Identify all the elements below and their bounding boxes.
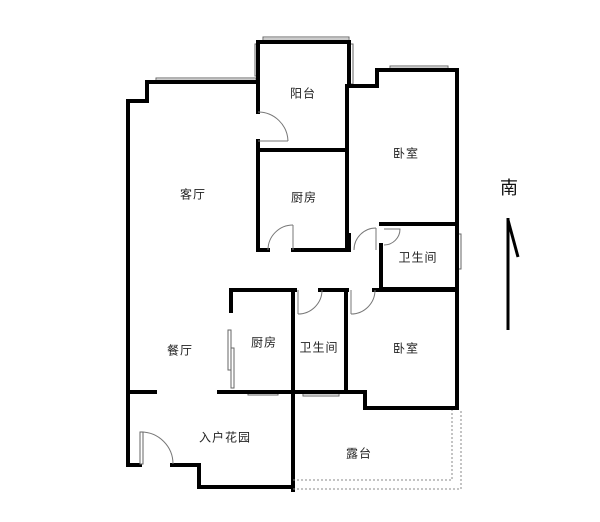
room-label-entry-garden: 入户花园 bbox=[198, 430, 252, 445]
room-label-terrace: 露台 bbox=[345, 446, 373, 461]
room-label-kitchen-upper: 厨房 bbox=[290, 190, 318, 205]
terrace-boundary bbox=[293, 410, 462, 490]
room-label-master-bedroom: 卧室 bbox=[392, 146, 420, 161]
north-arrow-icon bbox=[506, 218, 520, 330]
room-label-dining-room: 餐厅 bbox=[166, 343, 194, 358]
room-label-living-room: 客厅 bbox=[179, 187, 207, 202]
room-label-bedroom-lower: 卧室 bbox=[392, 341, 420, 356]
compass-label: 南 bbox=[500, 178, 518, 199]
room-label-balcony: 阳台 bbox=[289, 86, 317, 101]
walls bbox=[126, 40, 459, 492]
room-label-bathroom-upper: 卫生间 bbox=[398, 250, 438, 265]
room-label-kitchen-lower: 厨房 bbox=[250, 335, 278, 350]
doors bbox=[139, 111, 401, 465]
room-label-bathroom-lower: 卫生间 bbox=[299, 340, 339, 355]
